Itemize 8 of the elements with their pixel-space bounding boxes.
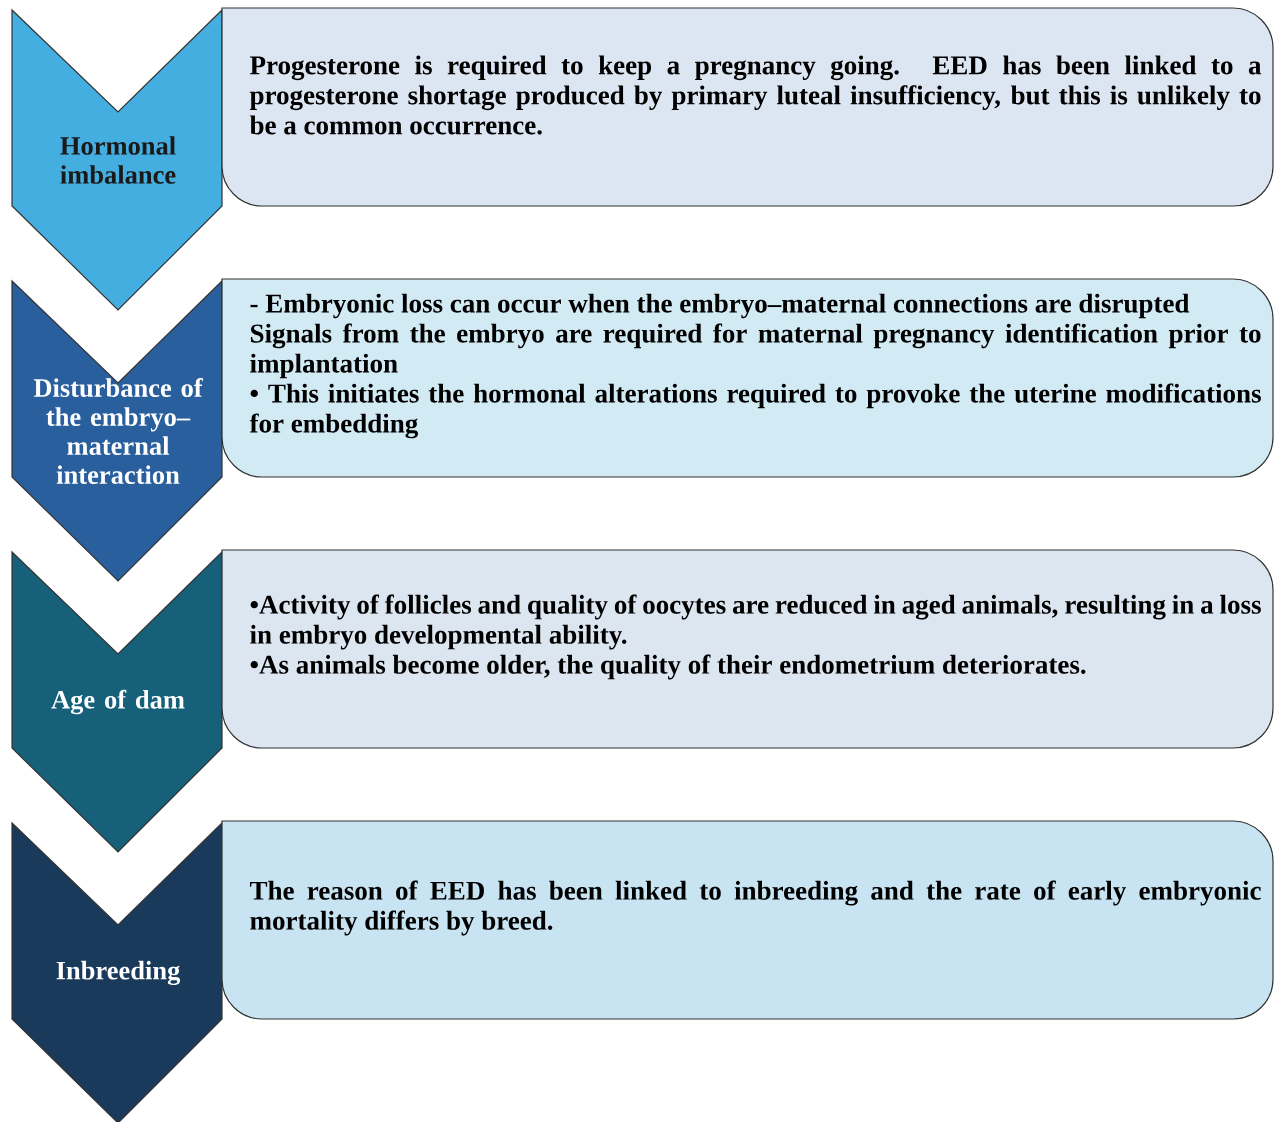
text-box: - Embryonic loss can occur when the embryo–maternal connections are disrupted Signals from the embryo are required for maternal pregnancy identification prior to implantation • This initiates the hormonal alterations required to provoke the uterine modifications for embedding — [221, 278, 1274, 478]
category-panel: Hormonal imbalance — [11, 8, 223, 311]
text-box: •Activity of follicles and quality of oocytes are reduced in aged animals, resulting in a loss in embryo developmental ability. •As animals become older, the quality of their endometrium deteriorates. — [221, 549, 1274, 749]
category-panel: Age of dam — [11, 550, 223, 853]
text-box: The reason of EED has been linked to inbreeding and the rate of early embryonic mortality differs by breed. — [221, 820, 1274, 1020]
category-panel: Inbreeding — [11, 821, 223, 1122]
text-box: Progesterone is required to keep a pregnancy going. EED has been linked to a progesterone shortage produced by primary luteal insufficiency, but this is unlikely to be a common occurrence. — [221, 7, 1274, 207]
category-panel: Disturbance of the embryo–maternal interaction — [11, 279, 223, 582]
